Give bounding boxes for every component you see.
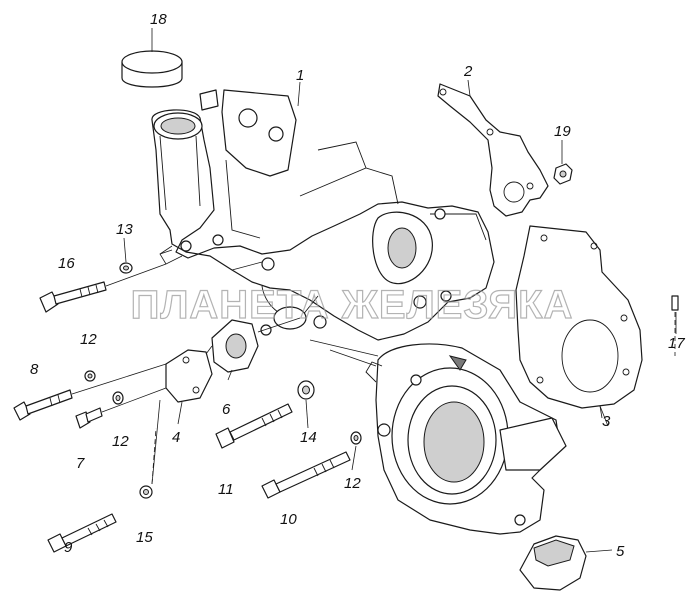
callout-9: 9 [64, 539, 73, 556]
callout-15: 15 [136, 529, 153, 546]
assembly-lines [71, 245, 603, 485]
part-7-bolt [75, 407, 103, 429]
part-14-washer [297, 380, 315, 400]
callout-11: 11 [218, 481, 234, 498]
callout-19: 19 [554, 123, 571, 140]
part-1-housing [151, 89, 495, 341]
part-15-washer [139, 485, 153, 499]
callout-1: 1 [296, 67, 304, 84]
part-8-bolt [13, 389, 73, 421]
callout-leaders [123, 28, 677, 553]
part-18-plug [121, 50, 183, 88]
part-16-bolt [39, 281, 107, 313]
part-4-plate [165, 349, 213, 403]
callout-2: 2 [463, 63, 473, 80]
part-11-bolt [215, 403, 293, 449]
part-3-gasket [515, 225, 643, 409]
part-5-seal [519, 535, 587, 591]
callout-10: 10 [280, 511, 297, 528]
callout-14: 14 [300, 429, 317, 446]
callout-12-right: 12 [344, 475, 361, 492]
part-2-gasket [437, 83, 549, 217]
part-1-lower-cover [309, 339, 567, 535]
callout-18: 18 [150, 11, 167, 28]
callout-5: 5 [616, 543, 625, 560]
callout-4: 4 [172, 429, 180, 446]
callout-labels: 18 1 2 19 13 16 12 8 17 6 12 4 14 3 7 11… [30, 11, 685, 560]
callout-7: 7 [76, 455, 85, 472]
part-12-washer-c [350, 431, 362, 445]
part-17-pin [671, 295, 679, 356]
part-19-nut [553, 163, 573, 185]
callout-12-mid: 12 [112, 433, 129, 450]
callout-17: 17 [668, 335, 685, 352]
callout-3: 3 [602, 413, 611, 430]
part-12-washer-a [84, 370, 96, 382]
watermark-text: ПЛАНЕТА ЖЕЛЕЗЯКА [131, 283, 574, 327]
part-12-washer-b [112, 391, 124, 405]
callout-16: 16 [58, 255, 75, 272]
part-10-bolt [261, 451, 351, 499]
part-6-flange [211, 319, 259, 373]
part-9-bolt [47, 513, 117, 553]
callout-8: 8 [30, 361, 39, 378]
part-13-washer [119, 262, 133, 274]
callout-6: 6 [222, 401, 231, 418]
callout-12-left: 12 [80, 331, 97, 348]
callout-13: 13 [116, 221, 133, 238]
